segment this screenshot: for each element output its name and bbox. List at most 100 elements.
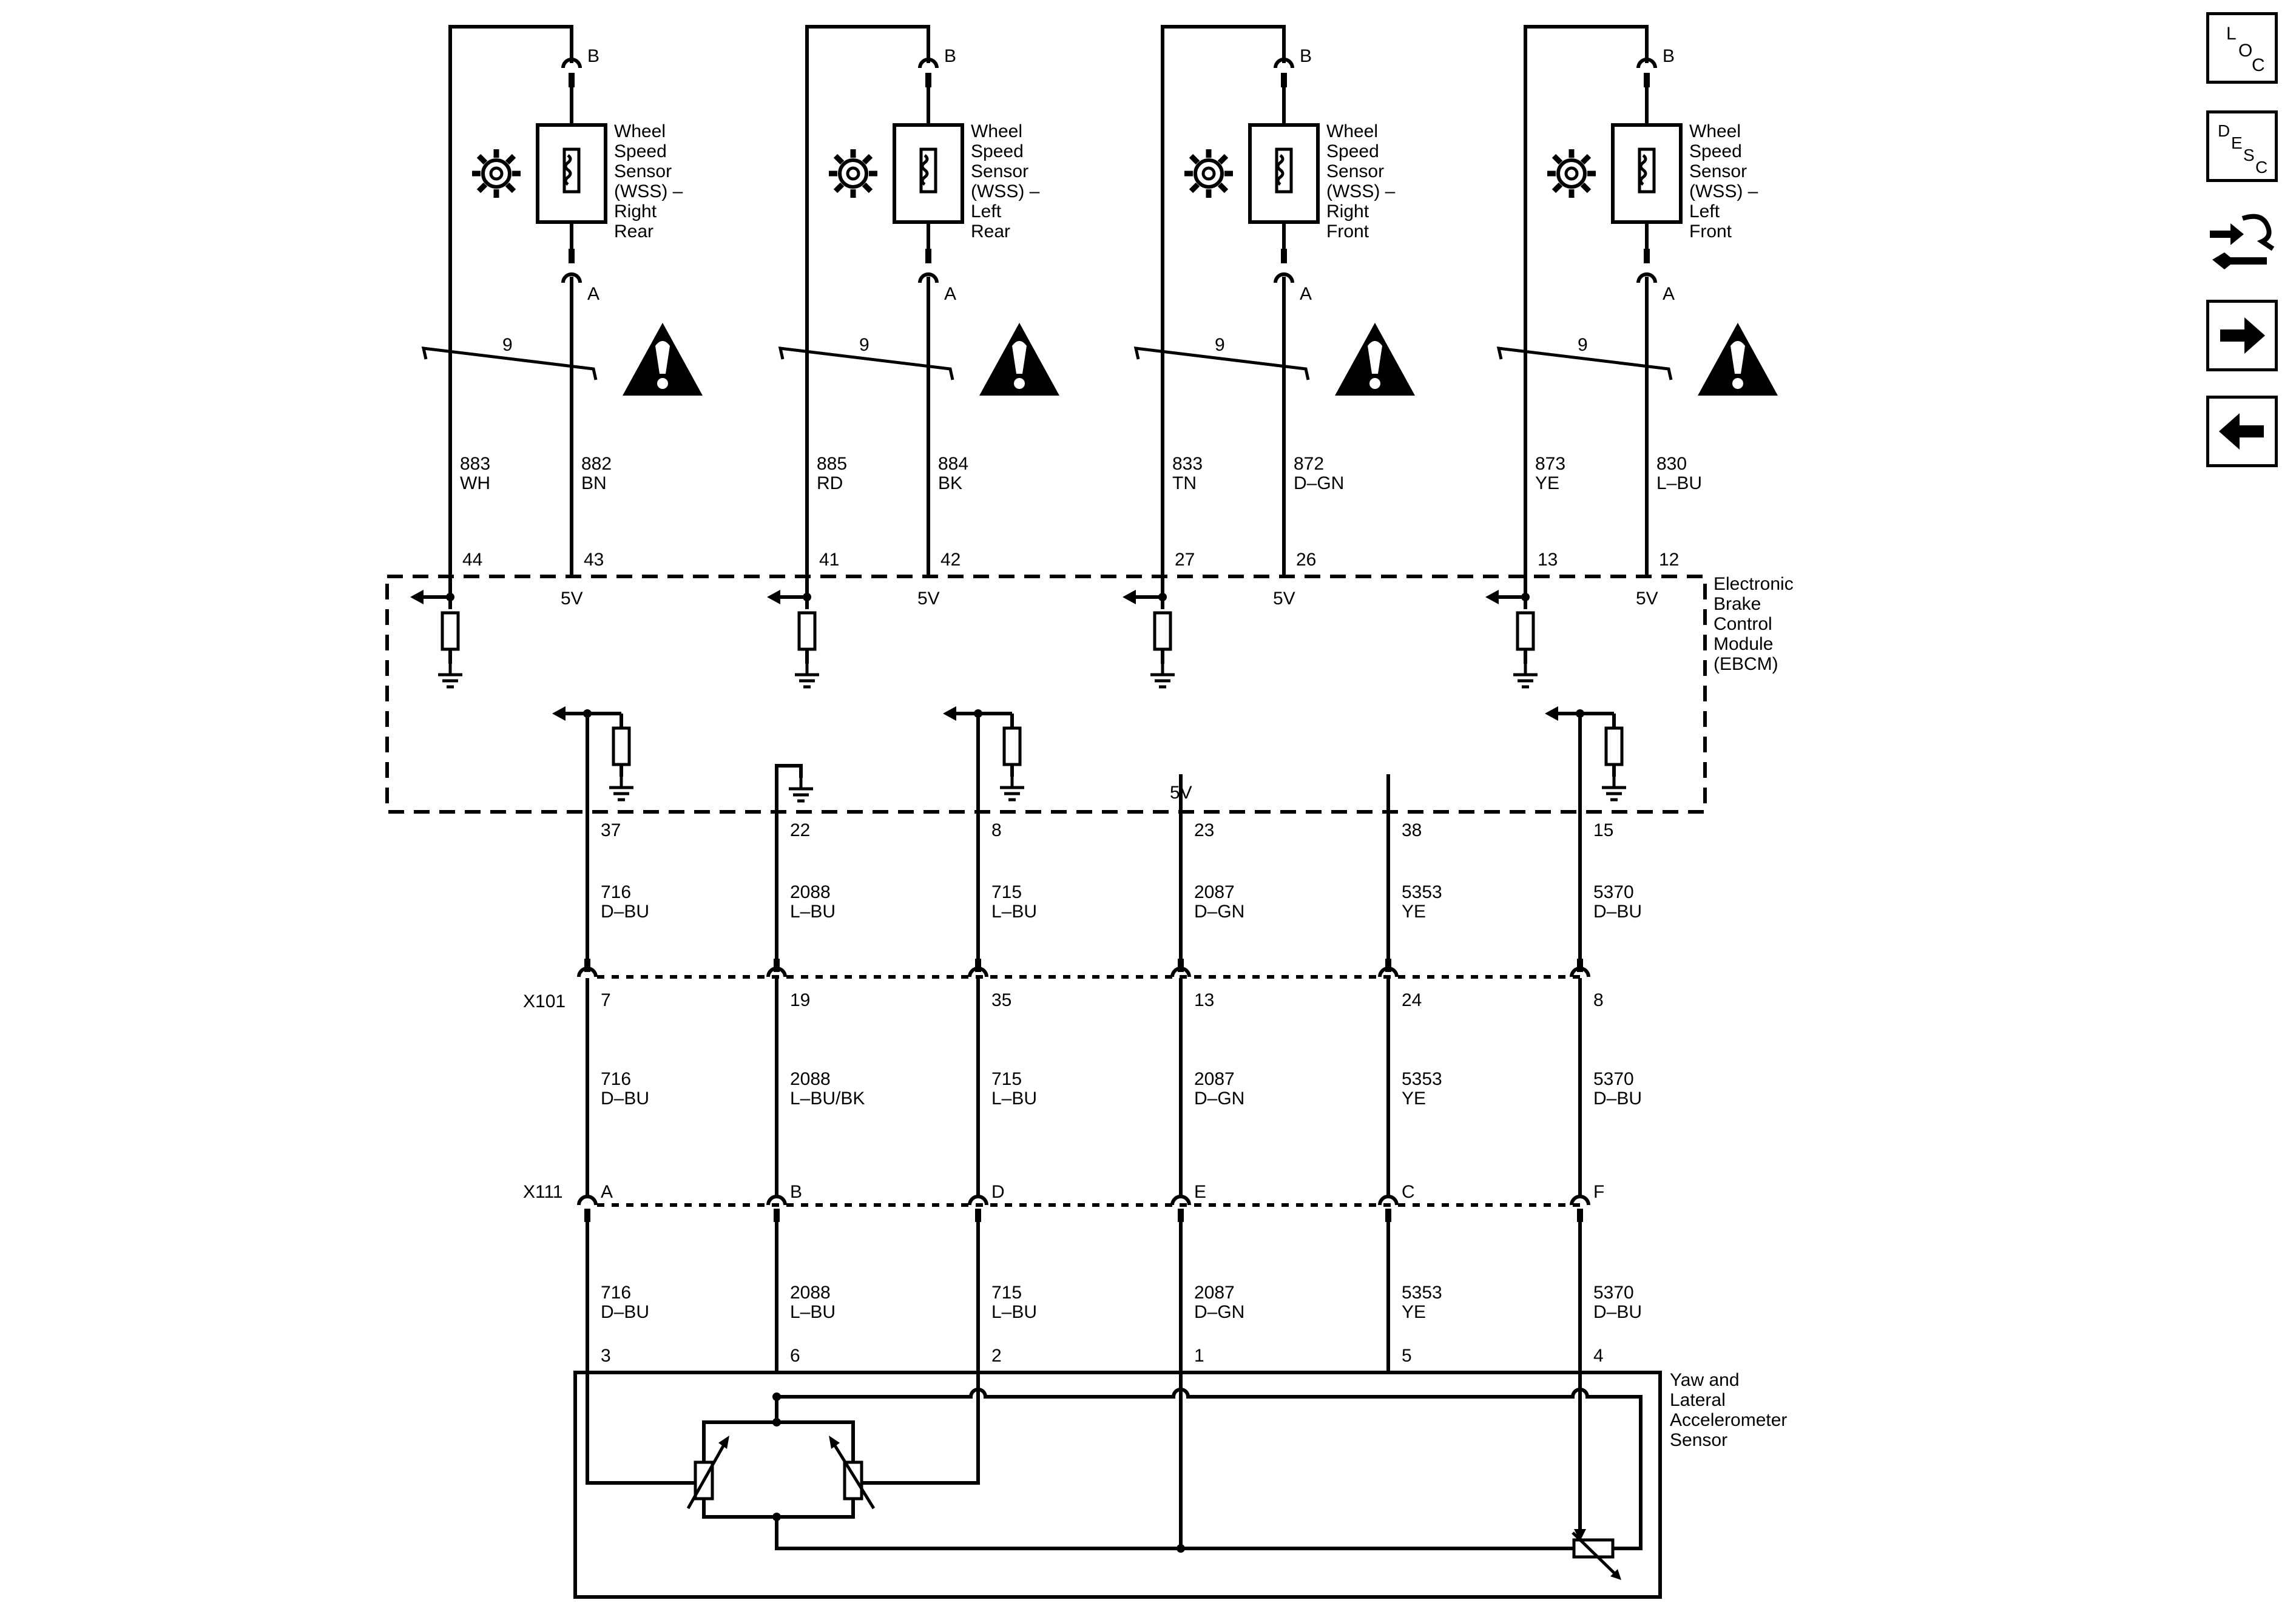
sensor-2-pin-b-label: B <box>944 46 956 66</box>
sensor-3-supply-5v: 5V <box>1273 589 1295 609</box>
ebcm-module-outline <box>385 575 1707 814</box>
yaw-internal-wire-f-arrow <box>1574 1529 1586 1541</box>
lower-wire-5-sensor-pin: 5 <box>1402 1346 1412 1366</box>
connector-tool-icon <box>2210 214 2275 269</box>
lower-wire-5-x111-pin-label: C <box>1402 1182 1415 1202</box>
sensor-3-pin-b-label: B <box>1300 46 1312 66</box>
yaw-internal-wire-a-loop <box>586 1372 695 1485</box>
sensor-1-pin-b-label: B <box>587 46 599 66</box>
lower-wire-5-x101-pin-label: 24 <box>1402 990 1422 1010</box>
connector-tool-button[interactable] <box>2206 206 2278 278</box>
lower-wire-2-x111-pin-label: B <box>790 1182 802 1202</box>
sensor-1-right-color: BN <box>581 473 607 493</box>
sensor-4-pull-resistor <box>1518 613 1533 649</box>
svg-text:D: D <box>2218 121 2230 140</box>
sensor-2-harness-count: 9 <box>859 335 869 355</box>
sensor-4-pin-a <box>1644 249 1650 263</box>
sensor-4-ground <box>1513 664 1538 687</box>
lower-wire-6-ebcm-pin: 15 <box>1593 820 1613 840</box>
lower-wire-3-seg3-color: L–BU <box>991 1302 1037 1322</box>
lower-wire-1-sensor-pin: 3 <box>601 1346 611 1366</box>
sensor-2-left-pin: 41 <box>819 550 839 570</box>
lower-wire-3-seg2-circuit: 715 <box>991 1069 1022 1089</box>
ebcm-lower-input-2-arrow <box>943 706 956 721</box>
x111-label: X111 <box>523 1182 563 1202</box>
sensor-4-left-circuit: 873 <box>1535 454 1565 474</box>
lower-wire-6-x101-pin <box>1577 959 1583 972</box>
lower-wire-4-seg2-circuit: 2087 <box>1194 1069 1235 1089</box>
sensor-2-right-circuit: 884 <box>938 454 968 474</box>
sensor-1-ground <box>438 664 462 687</box>
desc-icon: D E S C <box>2218 121 2267 177</box>
sensor-3-right-circuit: 872 <box>1294 454 1324 474</box>
sensor-3-left-pin: 27 <box>1175 550 1195 570</box>
sensor-2-input-arrow <box>767 590 780 604</box>
sensor-3-left-color: TN <box>1172 473 1197 493</box>
svg-text:S: S <box>2243 146 2255 164</box>
sensor-4-input-arrow <box>1485 590 1499 604</box>
lower-wire-2-seg1-color: L–BU <box>790 902 836 922</box>
arrow-right-icon <box>2220 317 2265 354</box>
sensor-1-harness-bar <box>421 346 598 380</box>
sensor-3-left-circuit: 833 <box>1172 454 1203 474</box>
yaw-internal-accel-arrow-line <box>1572 1531 1618 1576</box>
sensor-4-harness-bar <box>1496 346 1673 380</box>
lower-wire-2-x101-pin <box>774 959 780 972</box>
ebcm-wire22-ground-lead <box>775 764 803 778</box>
sensor-1-left-circuit: 883 <box>460 454 490 474</box>
next-button[interactable] <box>2206 300 2278 371</box>
lower-wire-4-seg2-color: D–GN <box>1194 1089 1244 1109</box>
lower-wire-3-seg2-color: L–BU <box>991 1089 1037 1109</box>
ebcm-wire22-ground <box>789 778 813 801</box>
sensor-3-pin-b <box>1281 73 1287 87</box>
svg-text:E: E <box>2231 133 2243 152</box>
lower-wire-2-seg1-circuit: 2088 <box>790 882 831 902</box>
sensor-2-warning-icon <box>979 323 1059 396</box>
lower-wire-2-seg2-circuit: 2088 <box>790 1069 831 1089</box>
lower-wire-2-seg2-color: L–BU/BK <box>790 1089 865 1109</box>
lower-wire-4-seg1-circuit: 2087 <box>1194 882 1235 902</box>
svg-text:C: C <box>2255 158 2267 177</box>
lower-wire-5-x101-pin <box>1385 959 1391 972</box>
arrow-left-icon <box>2219 413 2264 450</box>
sensor-4-right-circuit: 830 <box>1656 454 1687 474</box>
sensor-4-sensor-coil <box>1638 147 1656 194</box>
sensor-3-harness-count: 9 <box>1215 335 1225 355</box>
lower-wire-4-x111-pin-label: E <box>1194 1182 1206 1202</box>
sensor-3-warning-icon <box>1335 323 1415 396</box>
sensor-4-pin-b-label: B <box>1663 46 1675 66</box>
lower-wire-1-seg1-color: D–BU <box>601 902 649 922</box>
lower-wire-2-sensor-pin: 6 <box>790 1346 800 1366</box>
yaw-internal-var-arrow-right-head <box>829 1436 840 1449</box>
svg-text:C: C <box>2252 55 2265 75</box>
lower-wire-1-x111-cup <box>579 1197 596 1205</box>
sensor-3-input-arrow <box>1123 590 1136 604</box>
lower-wire-4-sensor-pin: 1 <box>1194 1346 1204 1366</box>
previous-button[interactable] <box>2206 396 2278 467</box>
yaw-internal-var-arrow-right-line <box>831 1440 876 1510</box>
sensor-1-right-circuit: 882 <box>581 454 612 474</box>
lower-wire-4-x101-pin-label: 13 <box>1194 990 1214 1010</box>
x101-label: X101 <box>523 991 566 1011</box>
lower-wire-6-seg2-color: D–BU <box>1593 1089 1642 1109</box>
lower-wire-1-seg2-color: D–BU <box>601 1089 649 1109</box>
lower-wire-5-seg3-circuit: 5353 <box>1402 1283 1442 1303</box>
lower-wire-4-ebcm-pin: 23 <box>1194 820 1214 840</box>
sensor-3-pull-resistor <box>1155 613 1170 649</box>
ebcm-lower-input-1-resistor <box>613 728 629 765</box>
sensor-3-coil-symbol <box>1276 154 1285 186</box>
lower-wire-4-seg3-circuit: 2087 <box>1194 1283 1235 1303</box>
ebcm-lower-input-3-ground <box>1602 777 1626 800</box>
description-button[interactable]: D E S C <box>2206 110 2278 182</box>
svg-text:O: O <box>2238 41 2252 61</box>
lower-wire-3-seg3-circuit: 715 <box>991 1283 1022 1303</box>
sensor-4-pin-b <box>1644 73 1650 87</box>
sensor-1-pin-a <box>569 249 575 263</box>
location-button[interactable]: L O C <box>2206 12 2278 84</box>
lower-wire-5-seg2-circuit: 5353 <box>1402 1069 1442 1089</box>
ebcm-lower-input-1-ground <box>609 777 633 800</box>
lower-wire-3-seg1-color: L–BU <box>991 902 1037 922</box>
